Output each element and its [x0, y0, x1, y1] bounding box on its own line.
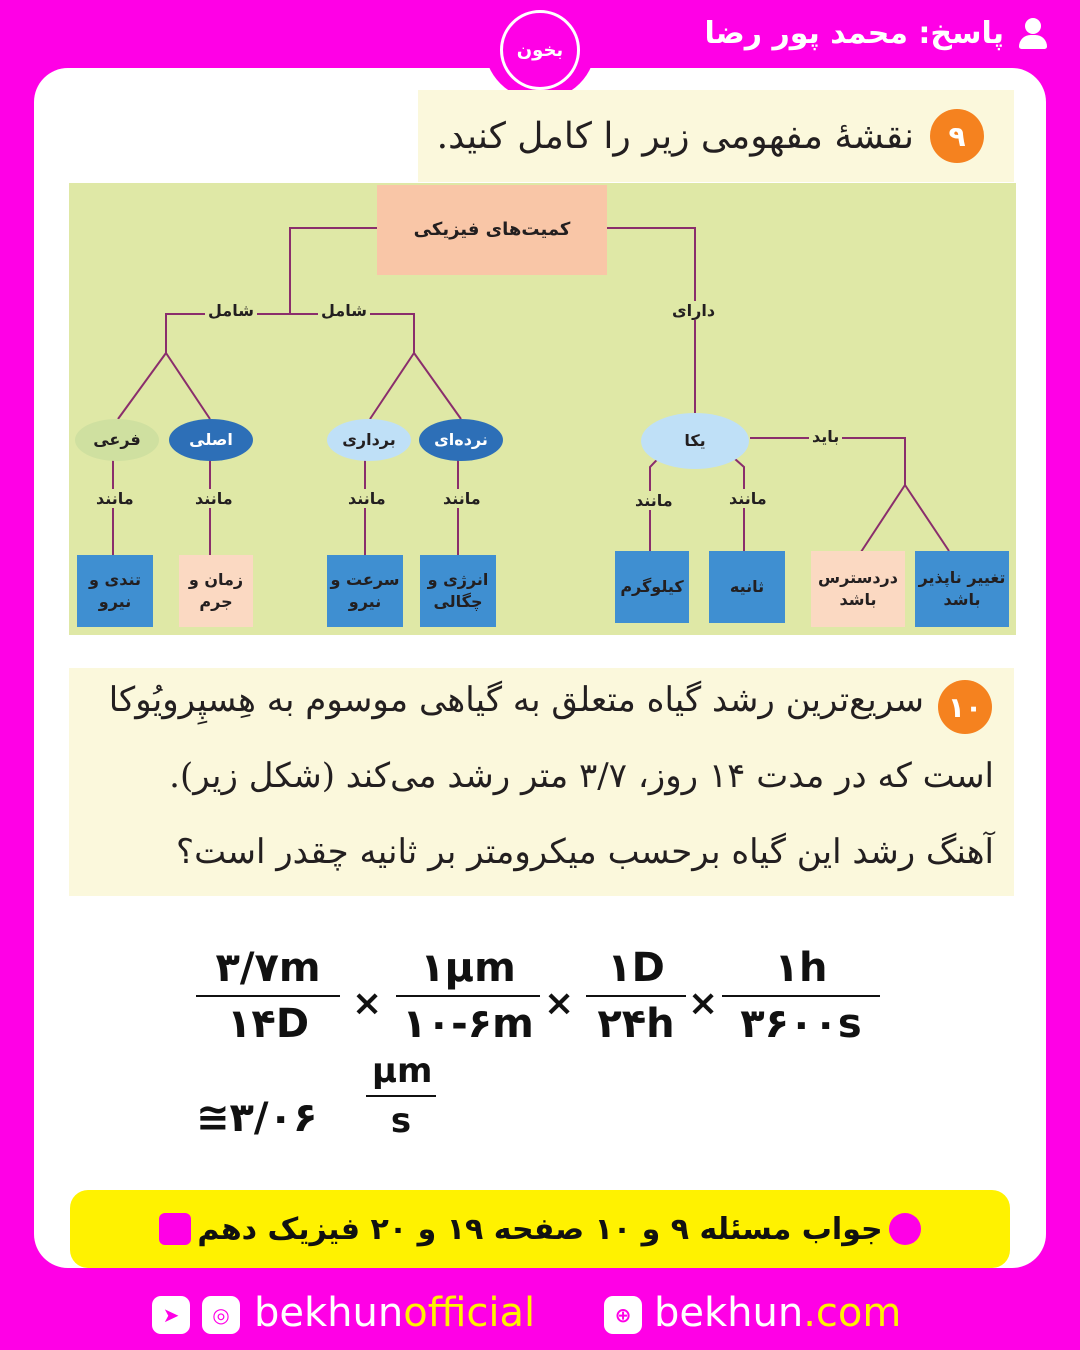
leaf-change: تغییر ناپذیر باشد [915, 551, 1009, 627]
social-handle-accent: official [403, 1290, 536, 1336]
question-number-badge: ۹ [930, 109, 984, 163]
teacher-icon [888, 1213, 921, 1245]
root-node: کمیت‌های فیزیکی [377, 185, 607, 275]
leaf-bordari: سرعت و نیرو [327, 555, 403, 627]
label-manand-2: مانند [192, 489, 236, 508]
banner-text: جواب مسئله ۹ و ۱۰ صفحه ۱۹ و ۲۰ فیزیک دهم [197, 1211, 883, 1247]
logo-text: بخون [516, 39, 564, 61]
label-manand-3: مانند [345, 489, 389, 508]
instagram-icon[interactable]: ◎ [202, 1296, 240, 1334]
label-bayad: باید [809, 427, 843, 446]
question-9: ۹ نقشهٔ مفهومی زیر را کامل کنید. [418, 90, 1014, 182]
question-10-line-3: آهنگ رشد این گیاه برحسب میکرومتر بر ثانی… [176, 832, 994, 872]
leaf-nardei: انرژی و چگالی [420, 555, 496, 627]
label-manand-4: مانند [440, 489, 484, 508]
leaf-kg: کیلوگرم [615, 551, 689, 623]
label-manand-6: مانند [726, 489, 770, 508]
fraction-3: ۱D ۲۴h [586, 945, 686, 1047]
social-handle[interactable]: bekhunofficial [254, 1290, 535, 1336]
times-sign-3: × [688, 983, 719, 1024]
website-accent: .com [803, 1290, 902, 1336]
graduation-cap-icon [159, 1213, 192, 1245]
result-fraction: µm s [366, 1051, 436, 1141]
fraction-4: ۱h ۳۶۰۰s [722, 945, 880, 1047]
node-fari: فرعی [75, 419, 159, 461]
globe-icon[interactable]: ⊕ [604, 1296, 642, 1334]
leaf-sec: ثانیه [709, 551, 785, 623]
label-darai: دارای [669, 301, 719, 320]
label-shamel-left: شامل [205, 301, 257, 320]
website-main: bekhun [654, 1290, 804, 1336]
bekhun-logo: بخون [484, 0, 596, 100]
fraction-3-top: ۱D [607, 945, 665, 991]
fraction-3-bottom: ۲۴h [597, 1001, 675, 1047]
user-icon [1016, 16, 1050, 50]
fraction-2-bottom: ۱۰-۶m [402, 1001, 534, 1047]
question-10: ۱۰ سریع‌ترین رشد گیاه متعلق به گیاهی موس… [69, 668, 1014, 896]
fraction-1: ۳/۷m ۱۴D [196, 945, 340, 1047]
fraction-4-bottom: ۳۶۰۰s [740, 1001, 862, 1047]
footer: ➤ ◎ bekhunofficial ⊕ bekhun.com [0, 1288, 1080, 1344]
question-number-badge: ۱۰ [938, 680, 992, 734]
fraction-1-top: ۳/۷m [215, 945, 321, 991]
label-manand-5: مانند [632, 491, 676, 510]
question-10-line-1: سریع‌ترین رشد گیاه متعلق به گیاهی موسوم … [108, 680, 924, 720]
author-header: پاسخ: محمد پور رضا [705, 8, 1051, 58]
node-yeka: یکا [641, 413, 749, 469]
result-top: µm [372, 1051, 433, 1091]
result-bottom: s [390, 1101, 412, 1141]
result-prefix: ≅۳/۰۶ [196, 1095, 318, 1141]
question-9-text: نقشهٔ مفهومی زیر را کامل کنید. [436, 115, 914, 157]
times-sign-2: × [544, 983, 575, 1024]
fraction-4-top: ۱h [774, 945, 828, 991]
node-bordari: برداری [327, 419, 411, 461]
website-link[interactable]: bekhun.com [654, 1290, 901, 1336]
node-nardei: نرده‌ای [419, 419, 503, 461]
concept-map: کمیت‌های فیزیکی شامل شامل دارای فرعی اصل… [69, 183, 1016, 635]
fraction-2: ۱µm ۱۰-۶m [396, 945, 540, 1047]
leaf-fari: تندی و نیرو [77, 555, 153, 627]
answer-banner: جواب مسئله ۹ و ۱۰ صفحه ۱۹ و ۲۰ فیزیک دهم [70, 1190, 1010, 1268]
telegram-icon[interactable]: ➤ [152, 1296, 190, 1334]
question-10-line-2: است که در مدت ۱۴ روز، ۳/۷ متر رشد می‌کند… [169, 756, 994, 796]
social-handle-main: bekhun [254, 1290, 404, 1336]
author-text: پاسخ: محمد پور رضا [704, 15, 1005, 51]
times-sign-1: × [352, 983, 383, 1024]
fraction-2-top: ۱µm [420, 945, 516, 991]
label-manand-1: مانند [93, 489, 137, 508]
leaf-asli: زمان و جرم [179, 555, 253, 627]
node-asli: اصلی [169, 419, 253, 461]
fraction-1-bottom: ۱۴D [226, 1001, 310, 1047]
label-shamel-right: شامل [318, 301, 370, 320]
leaf-access: دردسترس باشد [811, 551, 905, 627]
